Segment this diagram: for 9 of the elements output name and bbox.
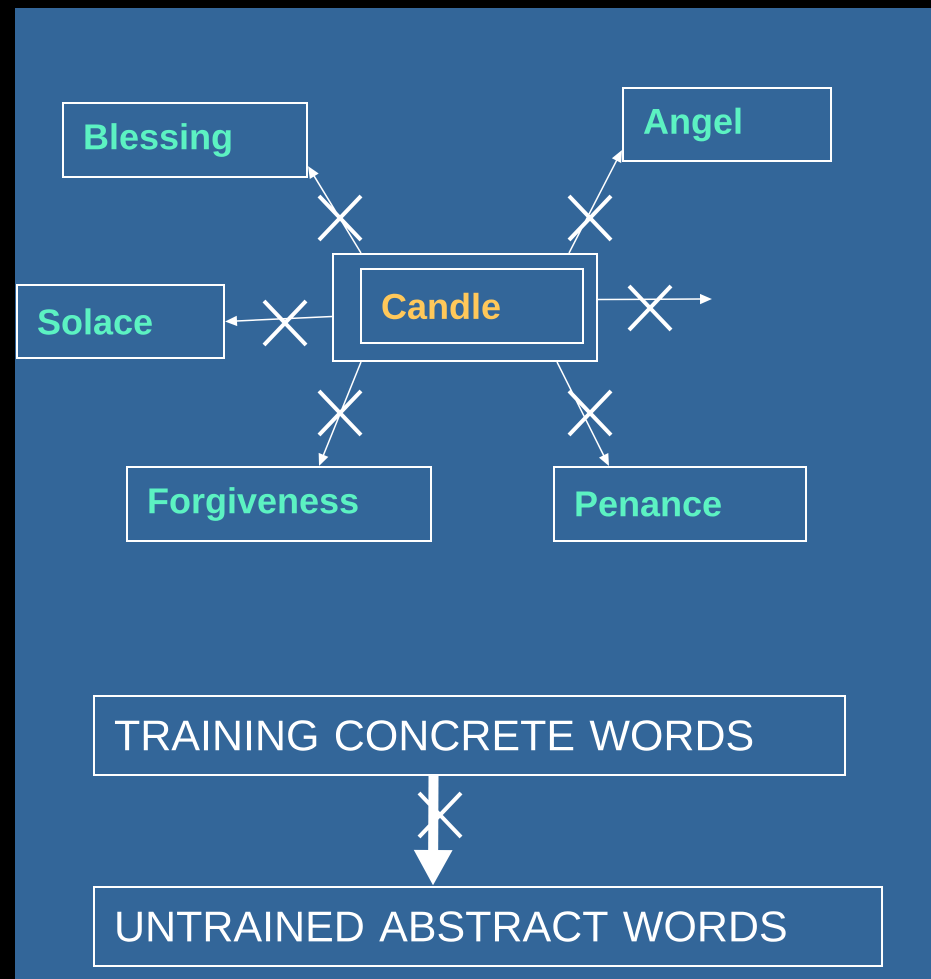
word-box: TRAINING CONCRETE WORDS xyxy=(93,695,846,776)
word-box: Candle xyxy=(360,268,584,344)
word-box: Forgiveness xyxy=(126,466,432,542)
word-box: UNTRAINED ABSTRACT WORDS xyxy=(93,886,883,968)
word-box: Penance xyxy=(553,466,808,542)
word-box: Blessing xyxy=(62,102,308,178)
word-box: Angel xyxy=(622,87,832,162)
outer-box xyxy=(332,253,598,362)
word-box: Solace xyxy=(16,284,225,359)
